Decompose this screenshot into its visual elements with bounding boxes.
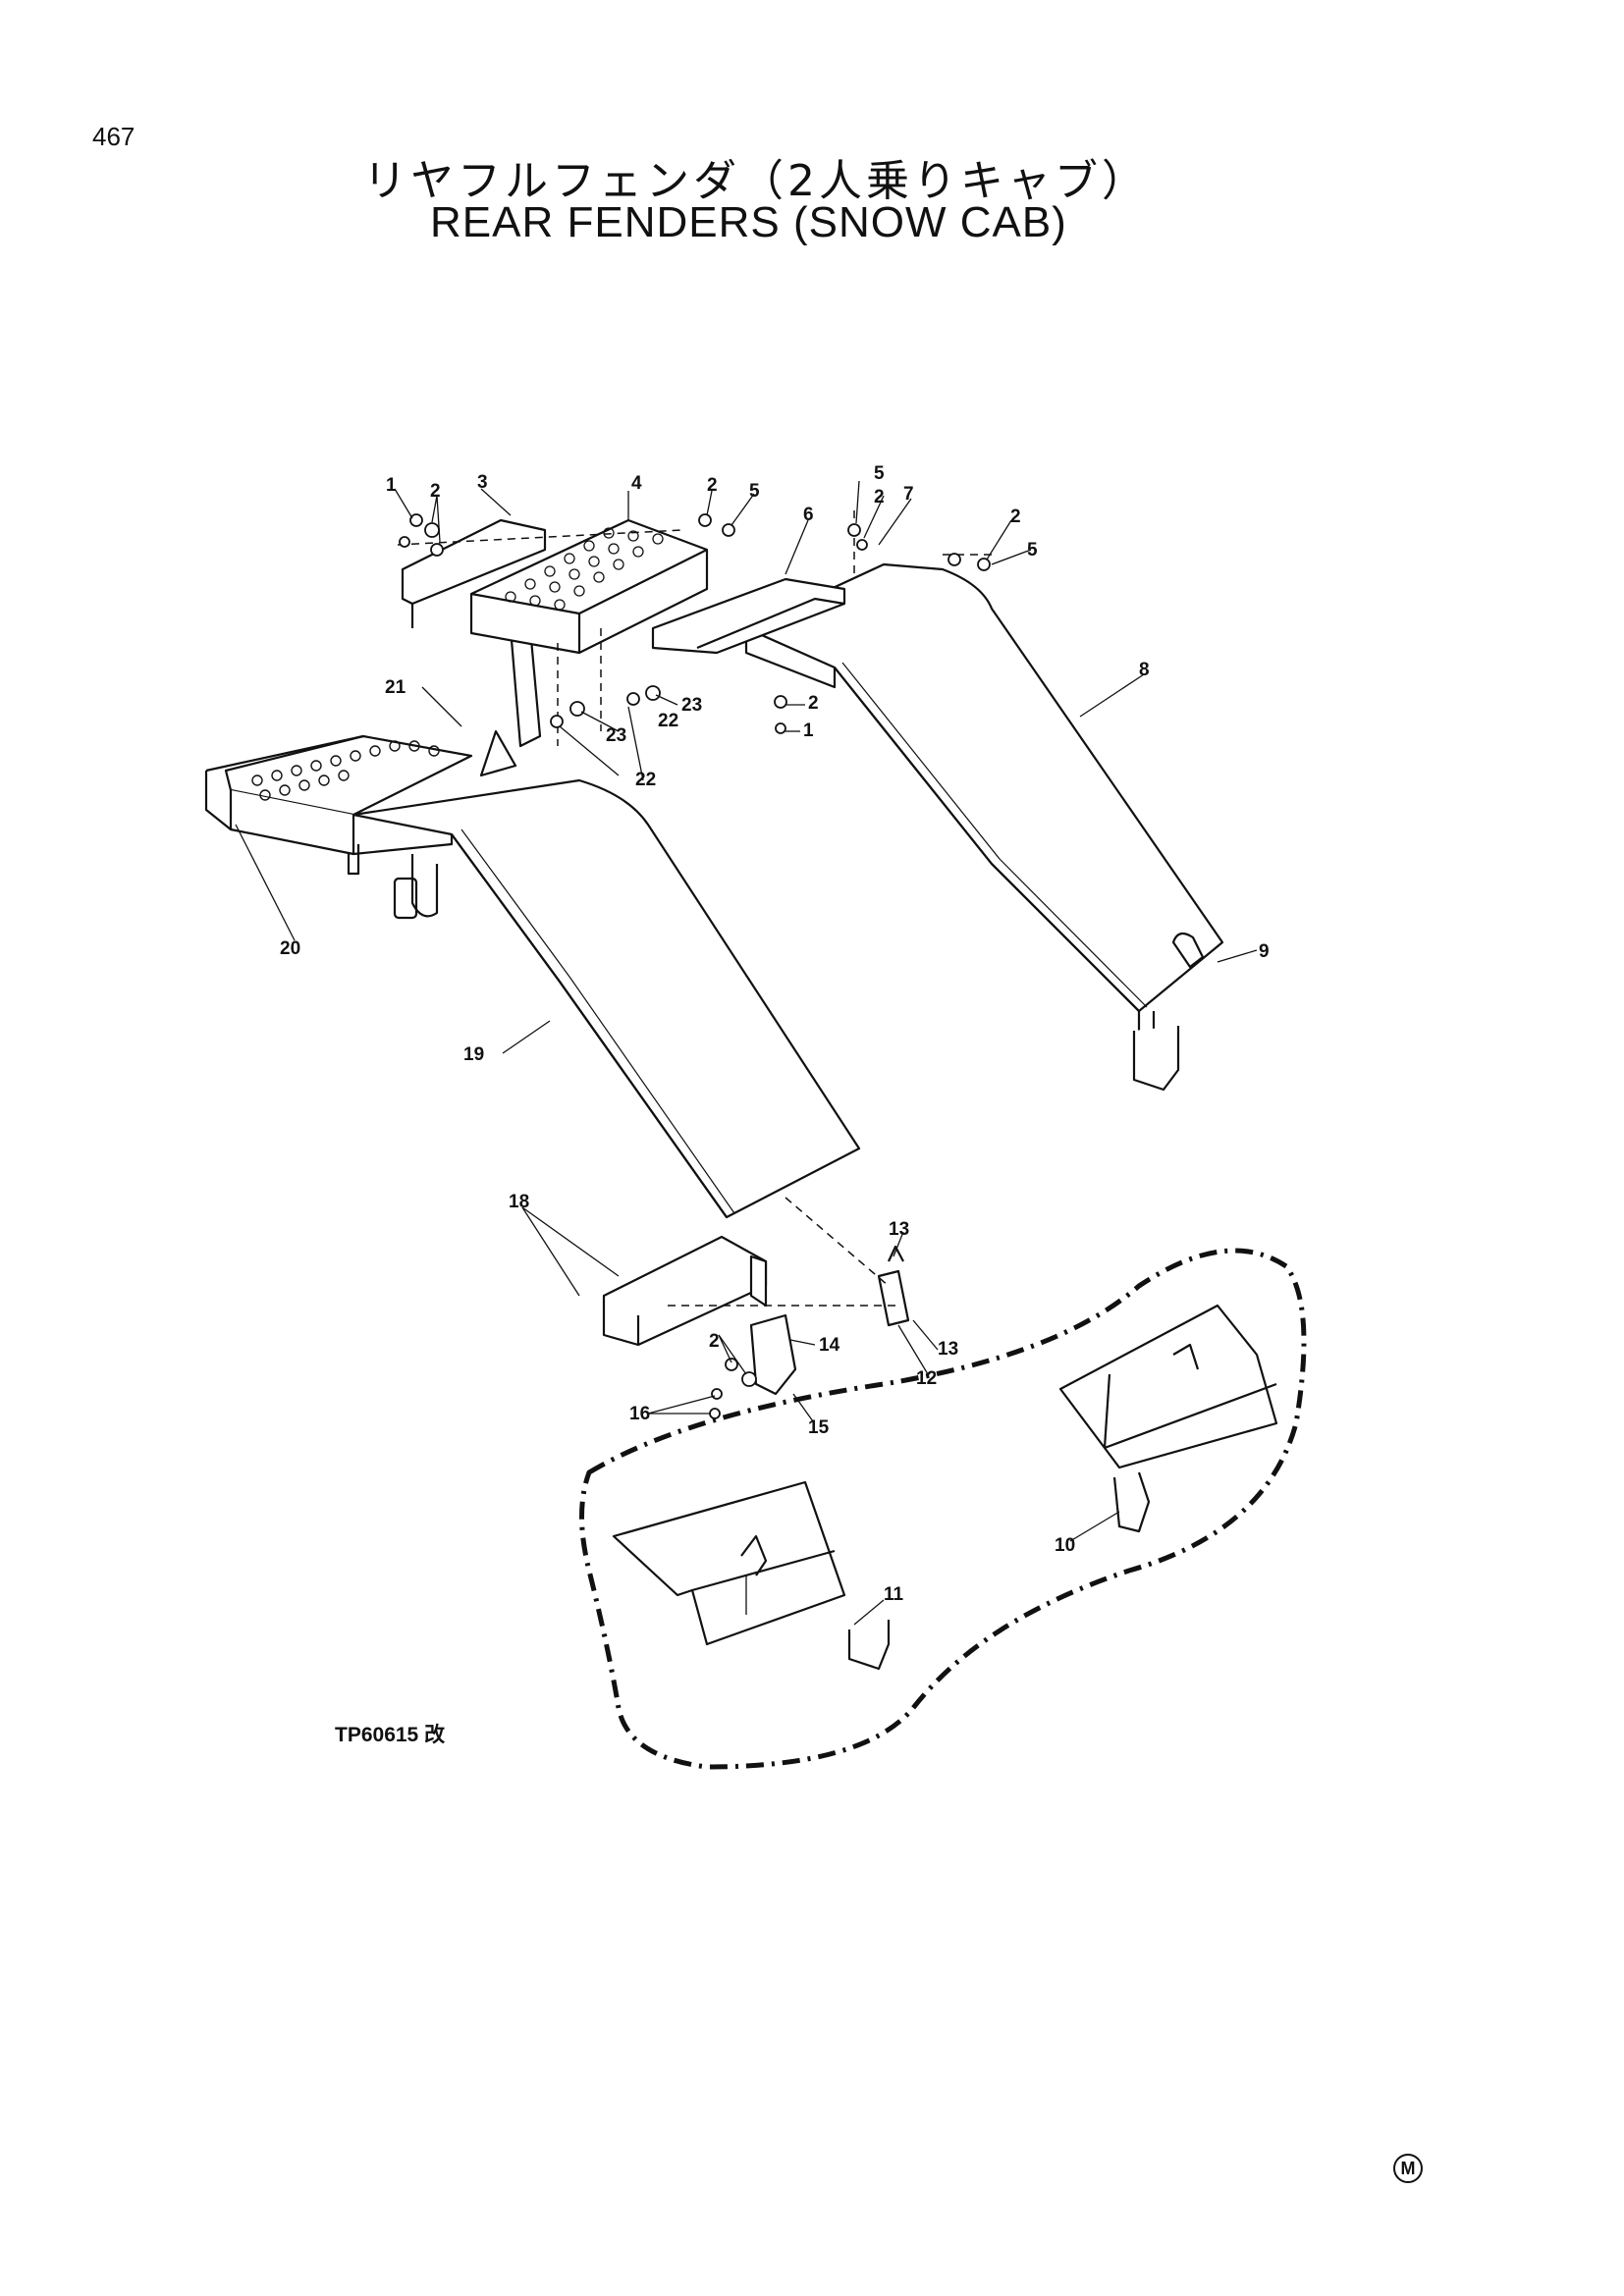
callout-12: 12 [916, 1368, 937, 1389]
callout-21: 21 [385, 677, 406, 698]
latch-12 [877, 1245, 910, 1327]
callout-23: 23 [606, 725, 626, 746]
callout-20: 20 [280, 938, 300, 959]
right-fender [744, 562, 1224, 1092]
callout-9: 9 [1259, 941, 1270, 962]
callout-18: 18 [509, 1192, 529, 1212]
callout-5: 5 [749, 481, 760, 502]
title-japanese: リヤフルフェンダ（2人乗りキャブ） [363, 156, 1149, 206]
callout-2: 2 [1010, 507, 1021, 527]
callout-14: 14 [819, 1335, 840, 1356]
bracket-3 [401, 518, 547, 628]
callout-15: 15 [808, 1417, 830, 1438]
callout-22: 22 [658, 711, 678, 731]
bracket-6 [651, 577, 846, 655]
callout-22: 22 [635, 770, 656, 790]
callout-5: 5 [874, 463, 885, 484]
callout-2: 2 [874, 487, 885, 507]
callout-4: 4 [631, 473, 642, 494]
callout-3: 3 [477, 472, 488, 493]
inset-detail [579, 1248, 1307, 1770]
callout-1: 1 [386, 475, 397, 496]
callout-13: 13 [938, 1339, 958, 1360]
callout-2: 2 [808, 693, 819, 714]
callout-5: 5 [1027, 540, 1038, 561]
callout-2: 2 [707, 475, 718, 496]
callout-10: 10 [1055, 1535, 1075, 1556]
callout-13: 13 [889, 1219, 909, 1240]
assembly-lines [397, 510, 997, 1307]
fasteners [399, 513, 991, 1419]
callout-11: 11 [884, 1584, 904, 1605]
callout-2: 2 [430, 481, 441, 502]
top-step-plate [469, 518, 709, 655]
page-number: 467 [92, 122, 135, 151]
callout-numbers: 1 2 3 4 2 5 6 5 2 7 2 5 8 2 1 21 23 22 2… [280, 463, 1270, 1605]
left-fender [204, 626, 861, 1219]
callout-19: 19 [463, 1044, 484, 1065]
drawing-code: TP60615 改 [335, 1724, 446, 1746]
left-step-holes [251, 740, 440, 801]
callout-8: 8 [1139, 660, 1150, 680]
callout-16: 16 [629, 1404, 650, 1424]
callout-7: 7 [903, 484, 914, 505]
leader-lines [235, 480, 1258, 1626]
corner-mark-icon: M [1393, 2154, 1423, 2183]
callout-2: 2 [709, 1331, 720, 1352]
bracket-14 [749, 1313, 797, 1396]
callout-23: 23 [681, 695, 702, 716]
lower-bracket-18 [602, 1235, 768, 1347]
callout-6: 6 [803, 505, 814, 525]
title-english: REAR FENDERS (SNOW CAB) [430, 198, 1067, 246]
callout-1: 1 [803, 721, 814, 741]
